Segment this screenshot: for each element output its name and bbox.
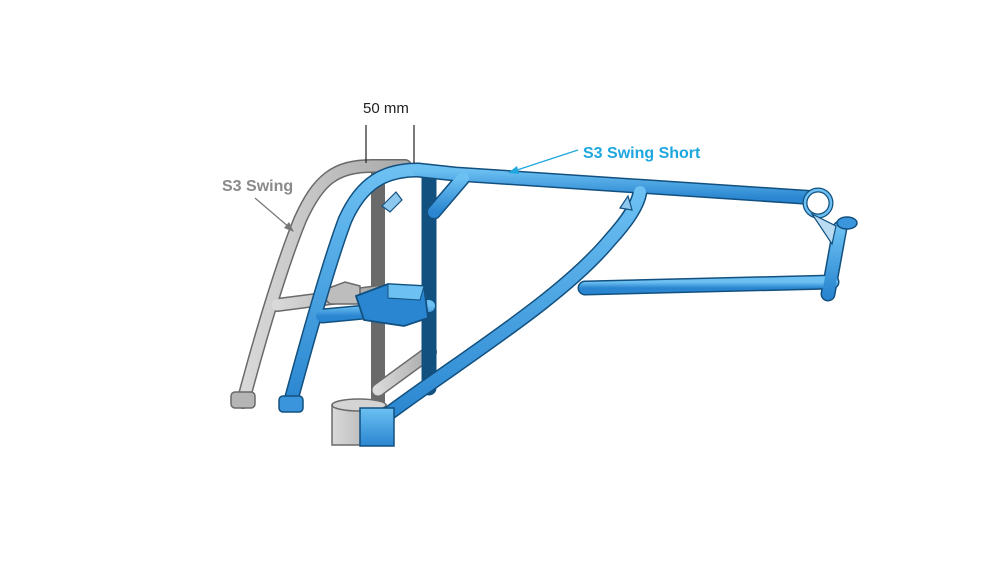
blue-arrowhead — [508, 166, 519, 174]
blue-tab-top — [381, 191, 403, 213]
s3-swing-short-frame — [278, 162, 858, 447]
s3-swing-short-label: S3 Swing Short — [583, 145, 701, 162]
blue-foot-cap — [278, 395, 304, 413]
blue-bottom-socket — [359, 407, 395, 447]
blue-leader-line — [513, 149, 579, 172]
dimension-marker — [365, 125, 415, 163]
blue-tab-mid — [618, 194, 633, 211]
rear-gusset — [810, 212, 837, 246]
gray-leader-line — [254, 197, 291, 229]
s3-swing-frame — [230, 159, 437, 446]
gray-arrowhead — [284, 222, 294, 232]
s3-swing-label: S3 Swing — [222, 178, 294, 195]
dimension-label: 50 mm — [363, 100, 409, 117]
gray-foot-cap — [230, 391, 256, 409]
leader-arrows — [254, 149, 579, 232]
